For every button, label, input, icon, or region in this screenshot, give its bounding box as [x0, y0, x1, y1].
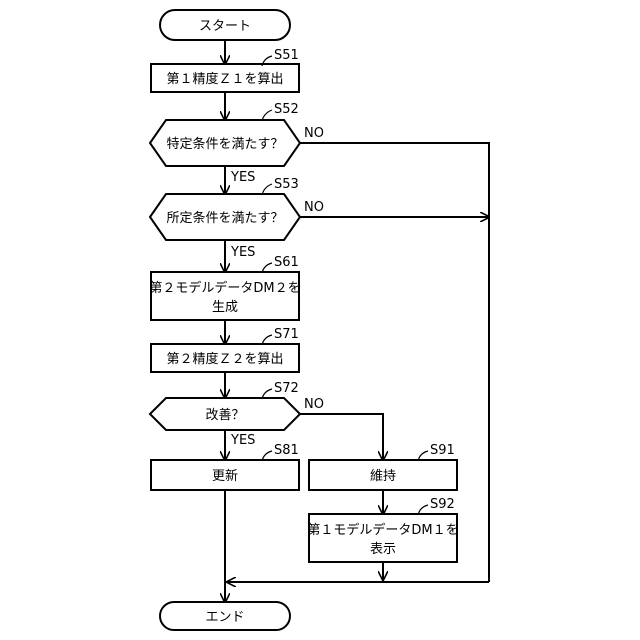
process-s61-line1: 第２モデルデータDM２を: [149, 280, 300, 296]
decision-s52-label: 特定条件を満たす？: [166, 136, 283, 152]
decision-s72-label: 改善？: [205, 407, 244, 423]
step-s52-label: S52: [274, 102, 299, 117]
s52-no-label: NO: [304, 126, 324, 141]
decision-s53-label: 所定条件を満たす？: [166, 210, 283, 226]
s72-yes-label: YES: [230, 433, 255, 448]
step-s72-label: S72: [274, 381, 299, 396]
step-s53-label: S53: [274, 177, 299, 192]
step-s81-label: S81: [274, 443, 299, 458]
step-s71-label: S71: [274, 327, 299, 342]
edge-s72-no: [300, 414, 383, 460]
step-s92-label: S92: [430, 497, 455, 512]
s52-yes-label: YES: [230, 170, 255, 185]
step-s61-label: S61: [274, 255, 299, 270]
process-s92-line1: 第１モデルデータDM１を: [307, 522, 458, 538]
process-s61-line2: 生成: [212, 300, 238, 315]
start-label: スタート: [199, 19, 251, 34]
s72-no-label: NO: [304, 397, 324, 412]
process-s92-line2: 表示: [370, 542, 396, 557]
process-s71-label: 第２精度Ｚ２を算出: [166, 351, 283, 367]
process-s51-label: 第１精度Ｚ１を算出: [166, 71, 283, 87]
step-s51-label: S51: [274, 48, 299, 63]
process-s91-label: 維持: [370, 469, 396, 484]
s53-yes-label: YES: [230, 245, 255, 260]
s53-no-label: NO: [304, 200, 324, 215]
end-label: エンド: [205, 610, 244, 625]
step-s91-label: S91: [430, 443, 455, 458]
process-s81-label: 更新: [212, 468, 238, 484]
